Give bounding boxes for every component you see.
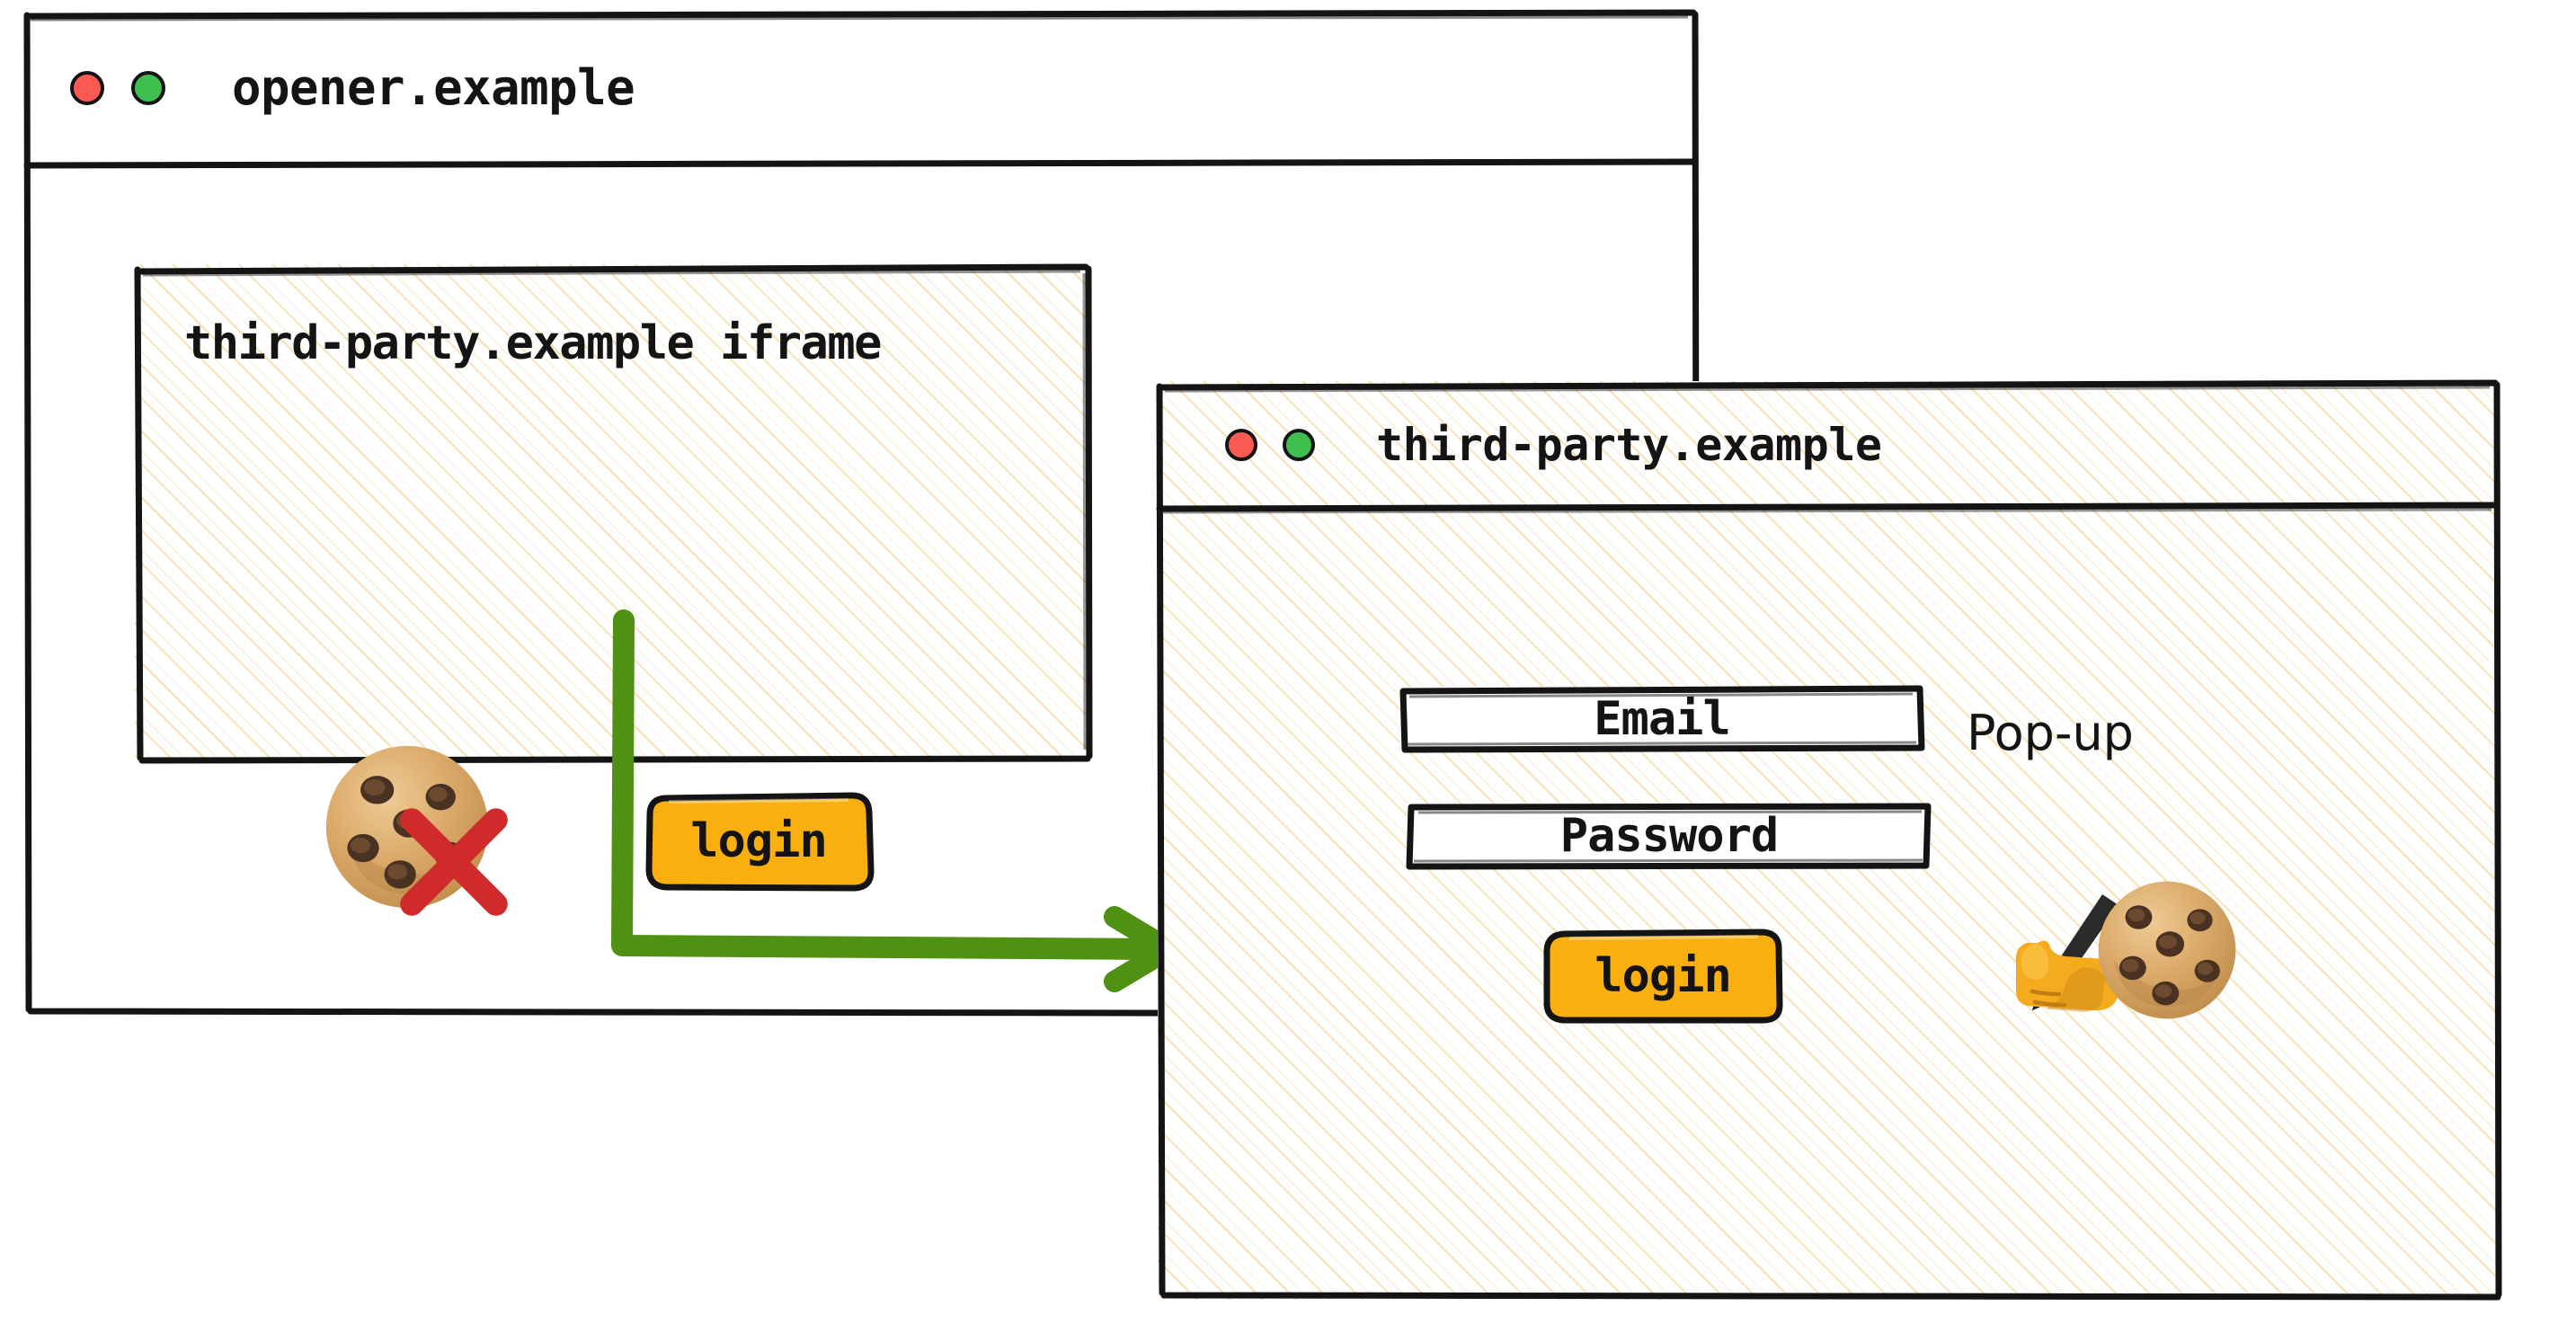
popup-login-button-label: login xyxy=(1594,949,1732,1003)
password-field-value: Password xyxy=(1559,809,1779,863)
email-field[interactable]: Email xyxy=(1399,685,1925,753)
popup-titlebar: third-party.example xyxy=(1158,381,2500,508)
opener-window-title: opener.example xyxy=(232,59,635,116)
email-field-border xyxy=(1399,685,1925,753)
close-dot[interactable] xyxy=(1225,428,1257,461)
writing-hand-icon xyxy=(2003,886,2164,1021)
close-dot[interactable] xyxy=(70,70,104,105)
iframe-title: third-party.example iframe xyxy=(184,316,882,370)
popup-login-button[interactable]: login xyxy=(1543,929,1783,1024)
password-field[interactable]: Password xyxy=(1406,803,1932,870)
popup-login-button-face xyxy=(1543,929,1783,1024)
x-mark-icon xyxy=(395,804,512,920)
password-field-border xyxy=(1406,803,1932,870)
popup-window-title: third-party.example xyxy=(1376,418,1882,471)
opener-titlebar: opener.example xyxy=(25,11,1699,164)
maximize-dot[interactable] xyxy=(1283,428,1315,461)
maximize-dot[interactable] xyxy=(131,70,165,105)
iframe-login-button-label: login xyxy=(690,814,828,868)
popup-traffic-lights xyxy=(1225,428,1315,461)
popup-annotation-label: Pop-up xyxy=(1967,705,2134,761)
third-party-iframe: third-party.example iframe xyxy=(134,263,1093,916)
popup-window: third-party.example Email Password xyxy=(1156,379,2502,1301)
email-field-value: Email xyxy=(1594,692,1731,746)
cookie-icon xyxy=(2092,875,2242,1025)
iframe-login-button[interactable]: login xyxy=(645,792,875,892)
opener-traffic-lights xyxy=(70,70,165,105)
